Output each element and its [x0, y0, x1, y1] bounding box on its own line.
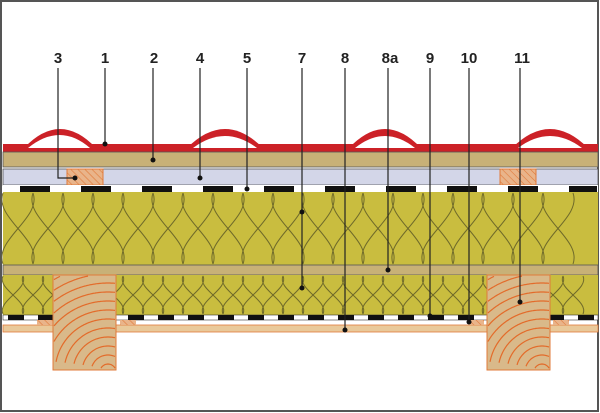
wood-grain [487, 275, 550, 369]
counter-batten [499, 168, 537, 186]
board-layer [2, 264, 599, 276]
label-11: 11 [514, 50, 530, 67]
upper-insulation-pattern [1, 192, 575, 265]
inner-lining [2, 324, 599, 333]
rafter [486, 274, 551, 371]
batten-layer [2, 151, 599, 168]
wood-grain [53, 275, 116, 369]
batten-strip [37, 320, 53, 325]
label-4: 4 [196, 50, 205, 67]
label-8a: 8a [382, 50, 399, 67]
label-1: 1 [101, 50, 109, 67]
leader-lines [57, 68, 523, 333]
label-2: 2 [150, 50, 158, 67]
underlay-membrane [3, 185, 598, 192]
label-10: 10 [461, 50, 478, 67]
callout-labels: 3 1 2 4 5 7 8 8a 9 10 11 [54, 50, 530, 67]
label-3: 3 [54, 50, 62, 67]
label-8: 8 [341, 50, 349, 67]
batten-strip [553, 320, 569, 325]
label-5: 5 [243, 50, 251, 67]
label-9: 9 [426, 50, 434, 67]
roof-tiles [3, 129, 598, 152]
counter-batten [66, 168, 104, 186]
batten-strip [468, 320, 484, 325]
label-7: 7 [298, 50, 306, 67]
batten-strip [120, 320, 136, 325]
upper-insulation [3, 192, 598, 265]
rafter [52, 274, 117, 371]
